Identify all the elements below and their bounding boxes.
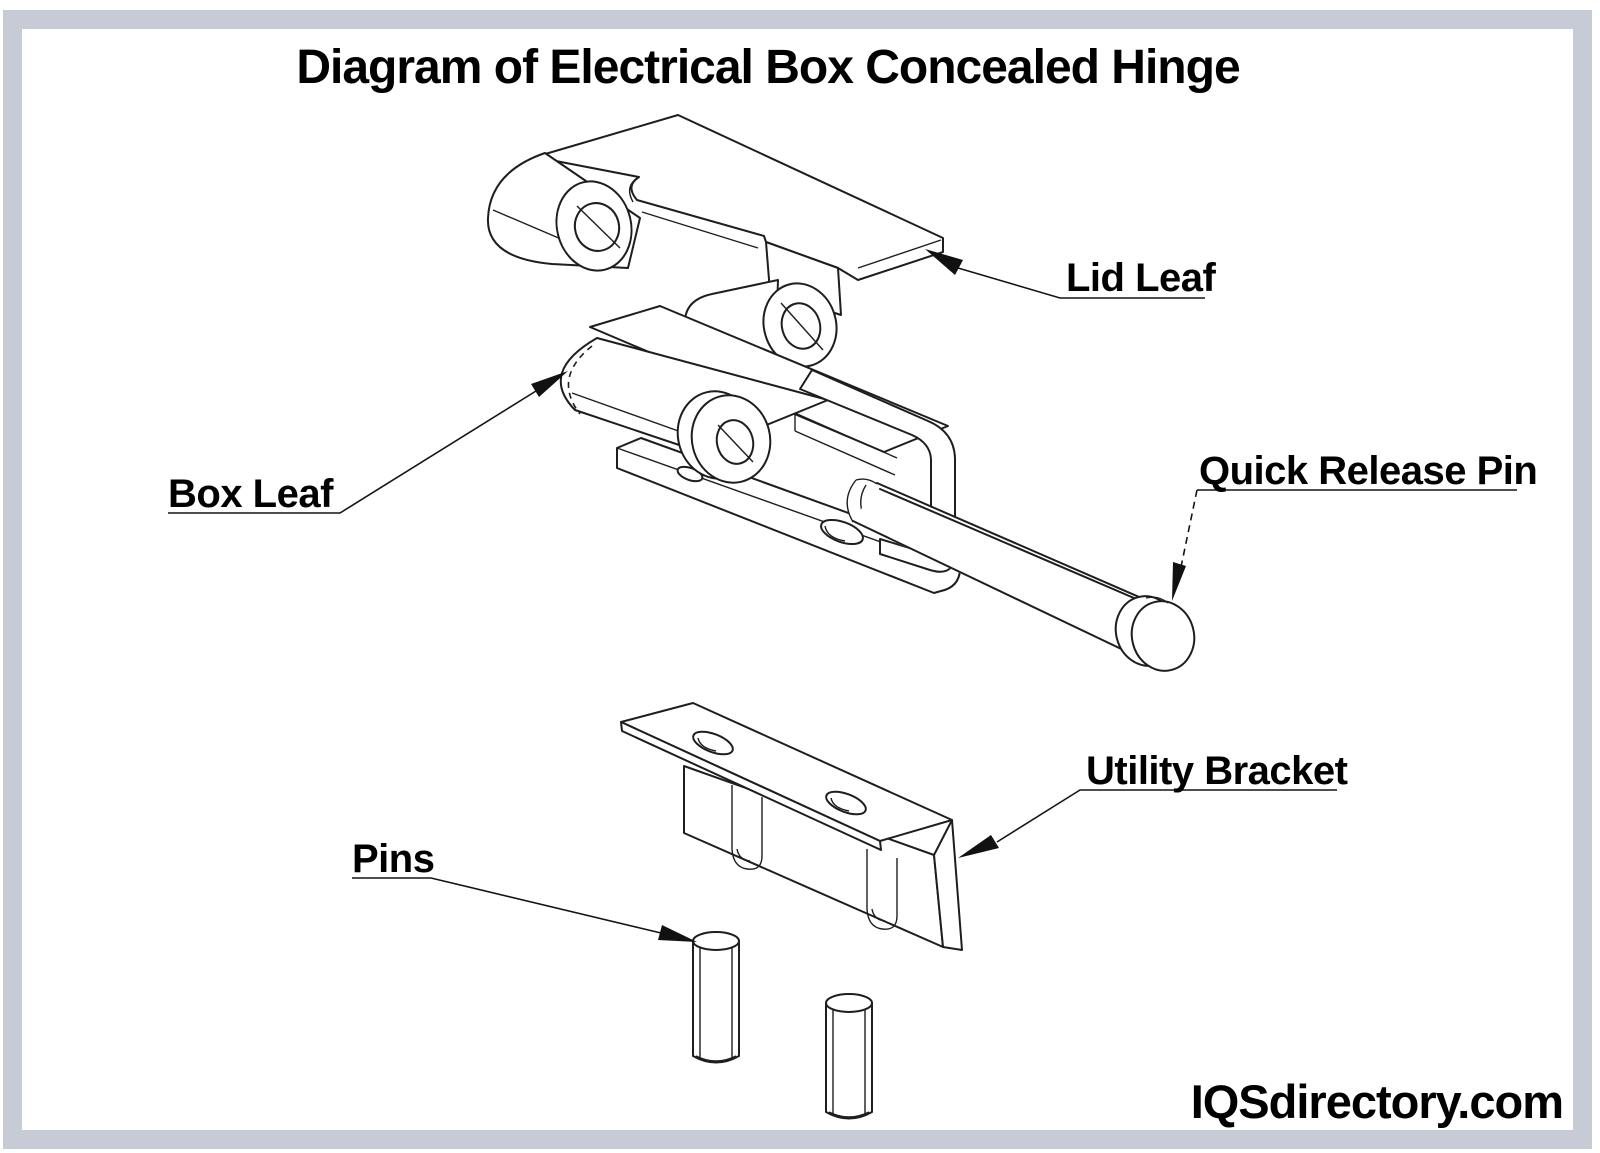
box-leaf-label: Box Leaf — [168, 472, 334, 516]
quick-release-pin-leader-line — [1180, 489, 1198, 568]
bracket-end-cap — [933, 819, 963, 951]
box-leaf-fold-slot — [794, 412, 898, 476]
box-leaf-drawing — [559, 305, 962, 594]
utility-bracket-drawing — [620, 702, 963, 951]
pin-1-bottom-arc — [695, 1055, 737, 1062]
pin-1-top — [692, 931, 740, 951]
quick-release-pin-drawing — [846, 478, 1196, 672]
pin-2-facets — [832, 1010, 866, 1116]
utility-bracket-label: Utility Bracket — [1086, 749, 1348, 793]
pins-leader-line — [352, 877, 662, 934]
box-leaf-plate-hole-arc — [824, 525, 846, 542]
pin-2-body — [825, 1002, 873, 1120]
pin-head-notch — [1145, 596, 1169, 604]
box-leaf-fold-bracket — [799, 369, 957, 573]
bracket-hole-1 — [692, 730, 734, 756]
box-leaf-plate-hole — [820, 518, 864, 546]
lid-leaf-arrowhead-icon — [925, 249, 963, 275]
pin-2-top — [825, 993, 873, 1013]
lid-leaf-curl-line — [628, 176, 640, 203]
diagram-title: Diagram of Electrical Box Concealed Hing… — [296, 41, 1240, 94]
pin-rod-lines — [852, 482, 1149, 657]
bracket-slot-1-inner-arc — [736, 848, 751, 862]
utility-bracket-leader-line — [996, 789, 1337, 843]
box-leaf-leader-line — [168, 390, 537, 514]
bracket-slot-1 — [731, 785, 763, 870]
bracket-hole-2 — [825, 790, 867, 816]
callouts: Lid Leaf Box Leaf Quick Release Pin Util… — [168, 249, 1538, 942]
lid-leaf-leader-line — [957, 267, 1205, 299]
lid-leaf-edge-line — [857, 239, 942, 269]
box-leaf-barrel-hidden-arc — [567, 345, 593, 415]
bracket-hole-1-arc — [697, 737, 717, 752]
bracket-hole-2-arc — [830, 797, 850, 812]
pin-1-body — [692, 940, 740, 1064]
box-leaf-washer-chamfer — [717, 424, 754, 463]
utility-bracket-arrowhead-icon — [958, 835, 999, 858]
pins-drawing — [692, 931, 873, 1120]
pins-arrowhead-icon — [658, 925, 697, 942]
pin-2-bottom-arc — [828, 1111, 870, 1118]
bracket-slot-2 — [866, 849, 898, 930]
pin-head-face — [1130, 600, 1196, 672]
quick-release-pin-arrowhead-icon — [1172, 562, 1186, 601]
lid-leaf-notch-line — [641, 211, 759, 249]
pins-label: Pins — [352, 837, 434, 881]
watermark-text: IQSdirectory.com — [1190, 1075, 1564, 1128]
pin-1-facets — [699, 948, 733, 1060]
lid-leaf-right-hole-chamfer — [780, 302, 824, 351]
lid-leaf-left-hole-chamfer — [576, 205, 621, 249]
box-leaf-arrowhead-icon — [531, 371, 568, 397]
pin-rod-fill — [853, 484, 1146, 657]
lid-leaf-label: Lid Leaf — [1066, 256, 1217, 300]
bracket-plate-thickness — [620, 721, 882, 851]
quick-release-pin-label: Quick Release Pin — [1199, 449, 1537, 493]
bracket-slot-2-inner-arc — [871, 908, 886, 922]
